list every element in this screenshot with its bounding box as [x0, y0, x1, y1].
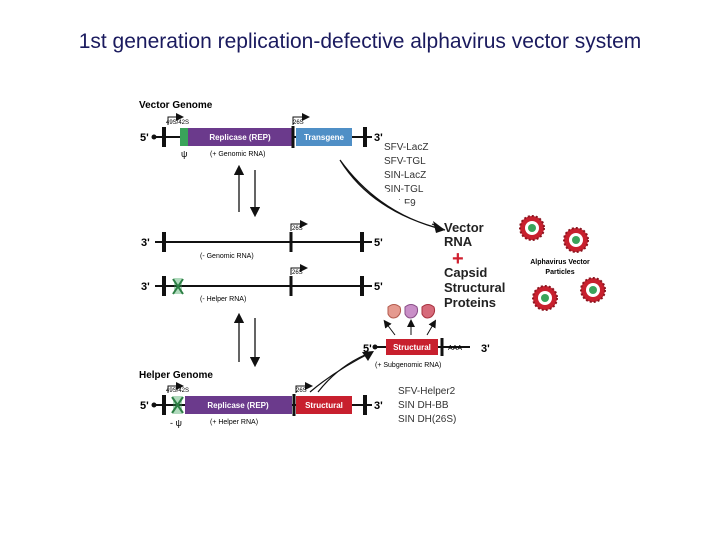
vector-cap-dot	[151, 134, 157, 140]
helper-psi-deletion	[171, 396, 184, 414]
vector-three-prime: 3'	[374, 132, 383, 144]
capsid-protein-icon	[387, 304, 402, 319]
assembly-vector: Vector	[444, 220, 484, 235]
vector-transgene-label: Transgene	[304, 133, 345, 142]
vector-26s-arrow	[292, 113, 310, 125]
helper-26s-label: 26S	[296, 388, 307, 394]
particle-icon-1	[519, 215, 545, 241]
minus-genomic-26s-label: 26S	[292, 226, 303, 232]
assembly-plus: +	[452, 248, 464, 270]
vector-promoter-label: 49S/42S	[166, 120, 189, 126]
minus-helper-five-prime: 5'	[374, 281, 383, 293]
helper-construct-3: SIN DH(26S)	[398, 414, 456, 425]
helper-construct-list: SFV-Helper2 SIN DH-BB SIN DH(26S)	[398, 386, 456, 425]
subgenomic-five-prime: 5'	[363, 343, 372, 355]
helper-psi: - ψ	[170, 418, 182, 428]
vector-genome-heading: Vector Genome	[139, 100, 213, 111]
minus-helper-psi-deletion	[172, 278, 184, 295]
vector-strand-label: (+ Genomic RNA)	[210, 151, 265, 158]
helper-funnel-arrowhead	[362, 351, 374, 361]
minus-helper-strand-label: (- Helper RNA)	[200, 296, 246, 303]
vector-psi-marker	[180, 128, 188, 146]
helper-construct-1: SFV-Helper2	[398, 386, 456, 397]
helper-structural-label: Structural	[305, 401, 343, 410]
particles-label-1: Alphavirus Vector	[530, 259, 590, 266]
helper-funnel-arrow-outer	[309, 351, 373, 393]
helper-structural-box	[296, 396, 352, 414]
virus-particles	[519, 215, 606, 311]
e2-protein-icon	[404, 304, 419, 319]
vector-construct-3: SIN-LacZ	[384, 170, 426, 181]
helper-replicase-box	[185, 396, 292, 414]
helper-cap-dot	[151, 402, 157, 408]
minus-helper-three-prime: 3'	[141, 281, 150, 293]
helper-funnel-arrow	[317, 351, 373, 393]
vector-replicase-label: Replicase (REP)	[209, 133, 271, 142]
vector-construct-4: SIN-TGL	[384, 184, 424, 195]
vector-psi: ψ	[181, 149, 187, 159]
vector-promoter-arrow	[167, 113, 184, 125]
helper-genome-heading: Helper Genome	[139, 370, 213, 381]
slide-title: 1st generation replication-defective alp…	[78, 30, 642, 53]
helper-promoter-arrow	[167, 382, 184, 393]
particle-icon-3	[532, 285, 558, 311]
particle-icon-4	[580, 277, 606, 303]
subgenomic-structural-box	[386, 339, 438, 355]
assembly-rna: RNA	[444, 234, 473, 249]
helper-five-prime: 5'	[140, 400, 149, 412]
vector-construct-1: SFV-LacZ	[384, 142, 428, 153]
minus-genomic-strand-label: (- Genomic RNA)	[200, 253, 254, 260]
helper-construct-2: SIN DH-BB	[398, 400, 449, 411]
vector-funnel-arrowhead	[433, 221, 445, 233]
minus-helper-26s-arrow	[290, 264, 308, 275]
vector-transgene-box	[296, 128, 352, 146]
vector-construct-2: SFV-TGL	[384, 156, 426, 167]
subgenomic-structural-label: Structural	[393, 343, 431, 352]
minus-genomic-three-prime: 3'	[141, 237, 150, 249]
assembly-capsid: Capsid	[444, 265, 487, 280]
vector-replicase-box	[188, 128, 292, 146]
assembly-label: Vector RNA + Capsid Structural Proteins	[444, 220, 505, 310]
minus-genomic-26s-arrow	[290, 220, 308, 231]
helper-promoter-label: 49S/42S	[166, 388, 189, 394]
subgenomic-polya: AAA	[448, 345, 462, 352]
translation-arrow-1	[383, 319, 396, 336]
assembly-proteins: Proteins	[444, 295, 496, 310]
subgenomic-three-prime: 3'	[481, 343, 490, 355]
minus-genomic-five-prime: 5'	[374, 237, 383, 249]
helper-three-prime: 3'	[374, 400, 383, 412]
subgenomic-strand-label: (+ Subgenomic RNA)	[375, 362, 441, 369]
vector-five-prime: 5'	[140, 132, 149, 144]
helper-strand-label: (+ Helper RNA)	[210, 419, 258, 426]
helper-26s-arrow	[295, 382, 313, 393]
vector-26s-label: 26S	[293, 120, 304, 126]
assembly-structural: Structural	[444, 280, 505, 295]
particle-icon-2	[563, 227, 589, 253]
helper-replicase-label: Replicase (REP)	[207, 401, 269, 410]
particles-label-2: Particles	[545, 269, 574, 276]
e1-protein-icon	[421, 304, 436, 319]
translation-arrow-3	[426, 319, 437, 336]
structural-protein-icons	[387, 304, 436, 319]
minus-helper-26s-label: 26S	[292, 270, 303, 276]
